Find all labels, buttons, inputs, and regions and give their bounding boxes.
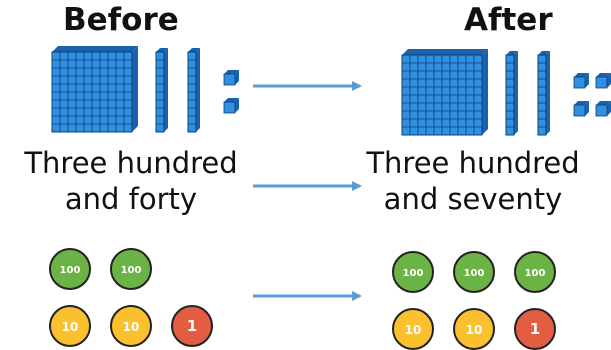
ten-rod-block [187, 48, 200, 133]
place-value-counter-10: 10 [49, 305, 91, 347]
one-unit-cube [573, 73, 589, 89]
one-unit-cube [223, 70, 239, 86]
hundred-flat-block [51, 46, 138, 133]
counter-label: 10 [123, 320, 140, 334]
place-value-counter-10: 10 [110, 305, 152, 347]
place-value-counter-1: 1 [171, 305, 213, 347]
before-words-line1: Three hundred [24, 146, 238, 180]
place-value-counter-10: 10 [392, 308, 434, 350]
before-base-ten-blocks [51, 46, 239, 133]
after-words-line1: Three hundred [366, 146, 580, 180]
before-heading: Before [63, 2, 179, 38]
ten-rod-block [537, 51, 550, 136]
after-base-ten-blocks [401, 49, 611, 136]
place-value-counter-100: 100 [392, 251, 434, 293]
counter-label: 100 [464, 268, 485, 279]
one-unit-cube [595, 101, 611, 117]
counter-label: 100 [60, 265, 81, 276]
ten-rod-block [505, 51, 518, 136]
counter-label: 10 [466, 323, 483, 337]
before-number-words: Three hundred and forty [18, 145, 244, 217]
counter-label: 100 [121, 265, 142, 276]
after-heading: After [464, 2, 553, 38]
counter-label: 1 [530, 320, 540, 338]
one-unit-cube [223, 98, 239, 114]
after-words-line2: and seventy [383, 182, 563, 216]
hundred-flat-block [401, 49, 488, 136]
one-unit-cube [595, 73, 611, 89]
counter-label: 10 [62, 320, 79, 334]
ten-rod-block [155, 48, 168, 133]
after-number-words: Three hundred and seventy [356, 145, 590, 217]
place-value-counter-100: 100 [453, 251, 495, 293]
counter-label: 1 [187, 317, 197, 335]
counter-label: 10 [405, 323, 422, 337]
before-place-value-counters: 100 100 10 10 1 [49, 248, 213, 347]
place-value-counter-100: 100 [514, 251, 556, 293]
place-value-counter-1: 1 [514, 308, 556, 350]
counter-label: 100 [525, 268, 546, 279]
place-value-counter-100: 100 [49, 248, 91, 290]
place-value-counter-10: 10 [453, 308, 495, 350]
counter-label: 100 [403, 268, 424, 279]
one-unit-cube [573, 101, 589, 117]
place-value-counter-100: 100 [110, 248, 152, 290]
after-place-value-counters: 100 100 100 10 10 1 [392, 251, 556, 350]
before-words-line2: and forty [64, 182, 198, 216]
